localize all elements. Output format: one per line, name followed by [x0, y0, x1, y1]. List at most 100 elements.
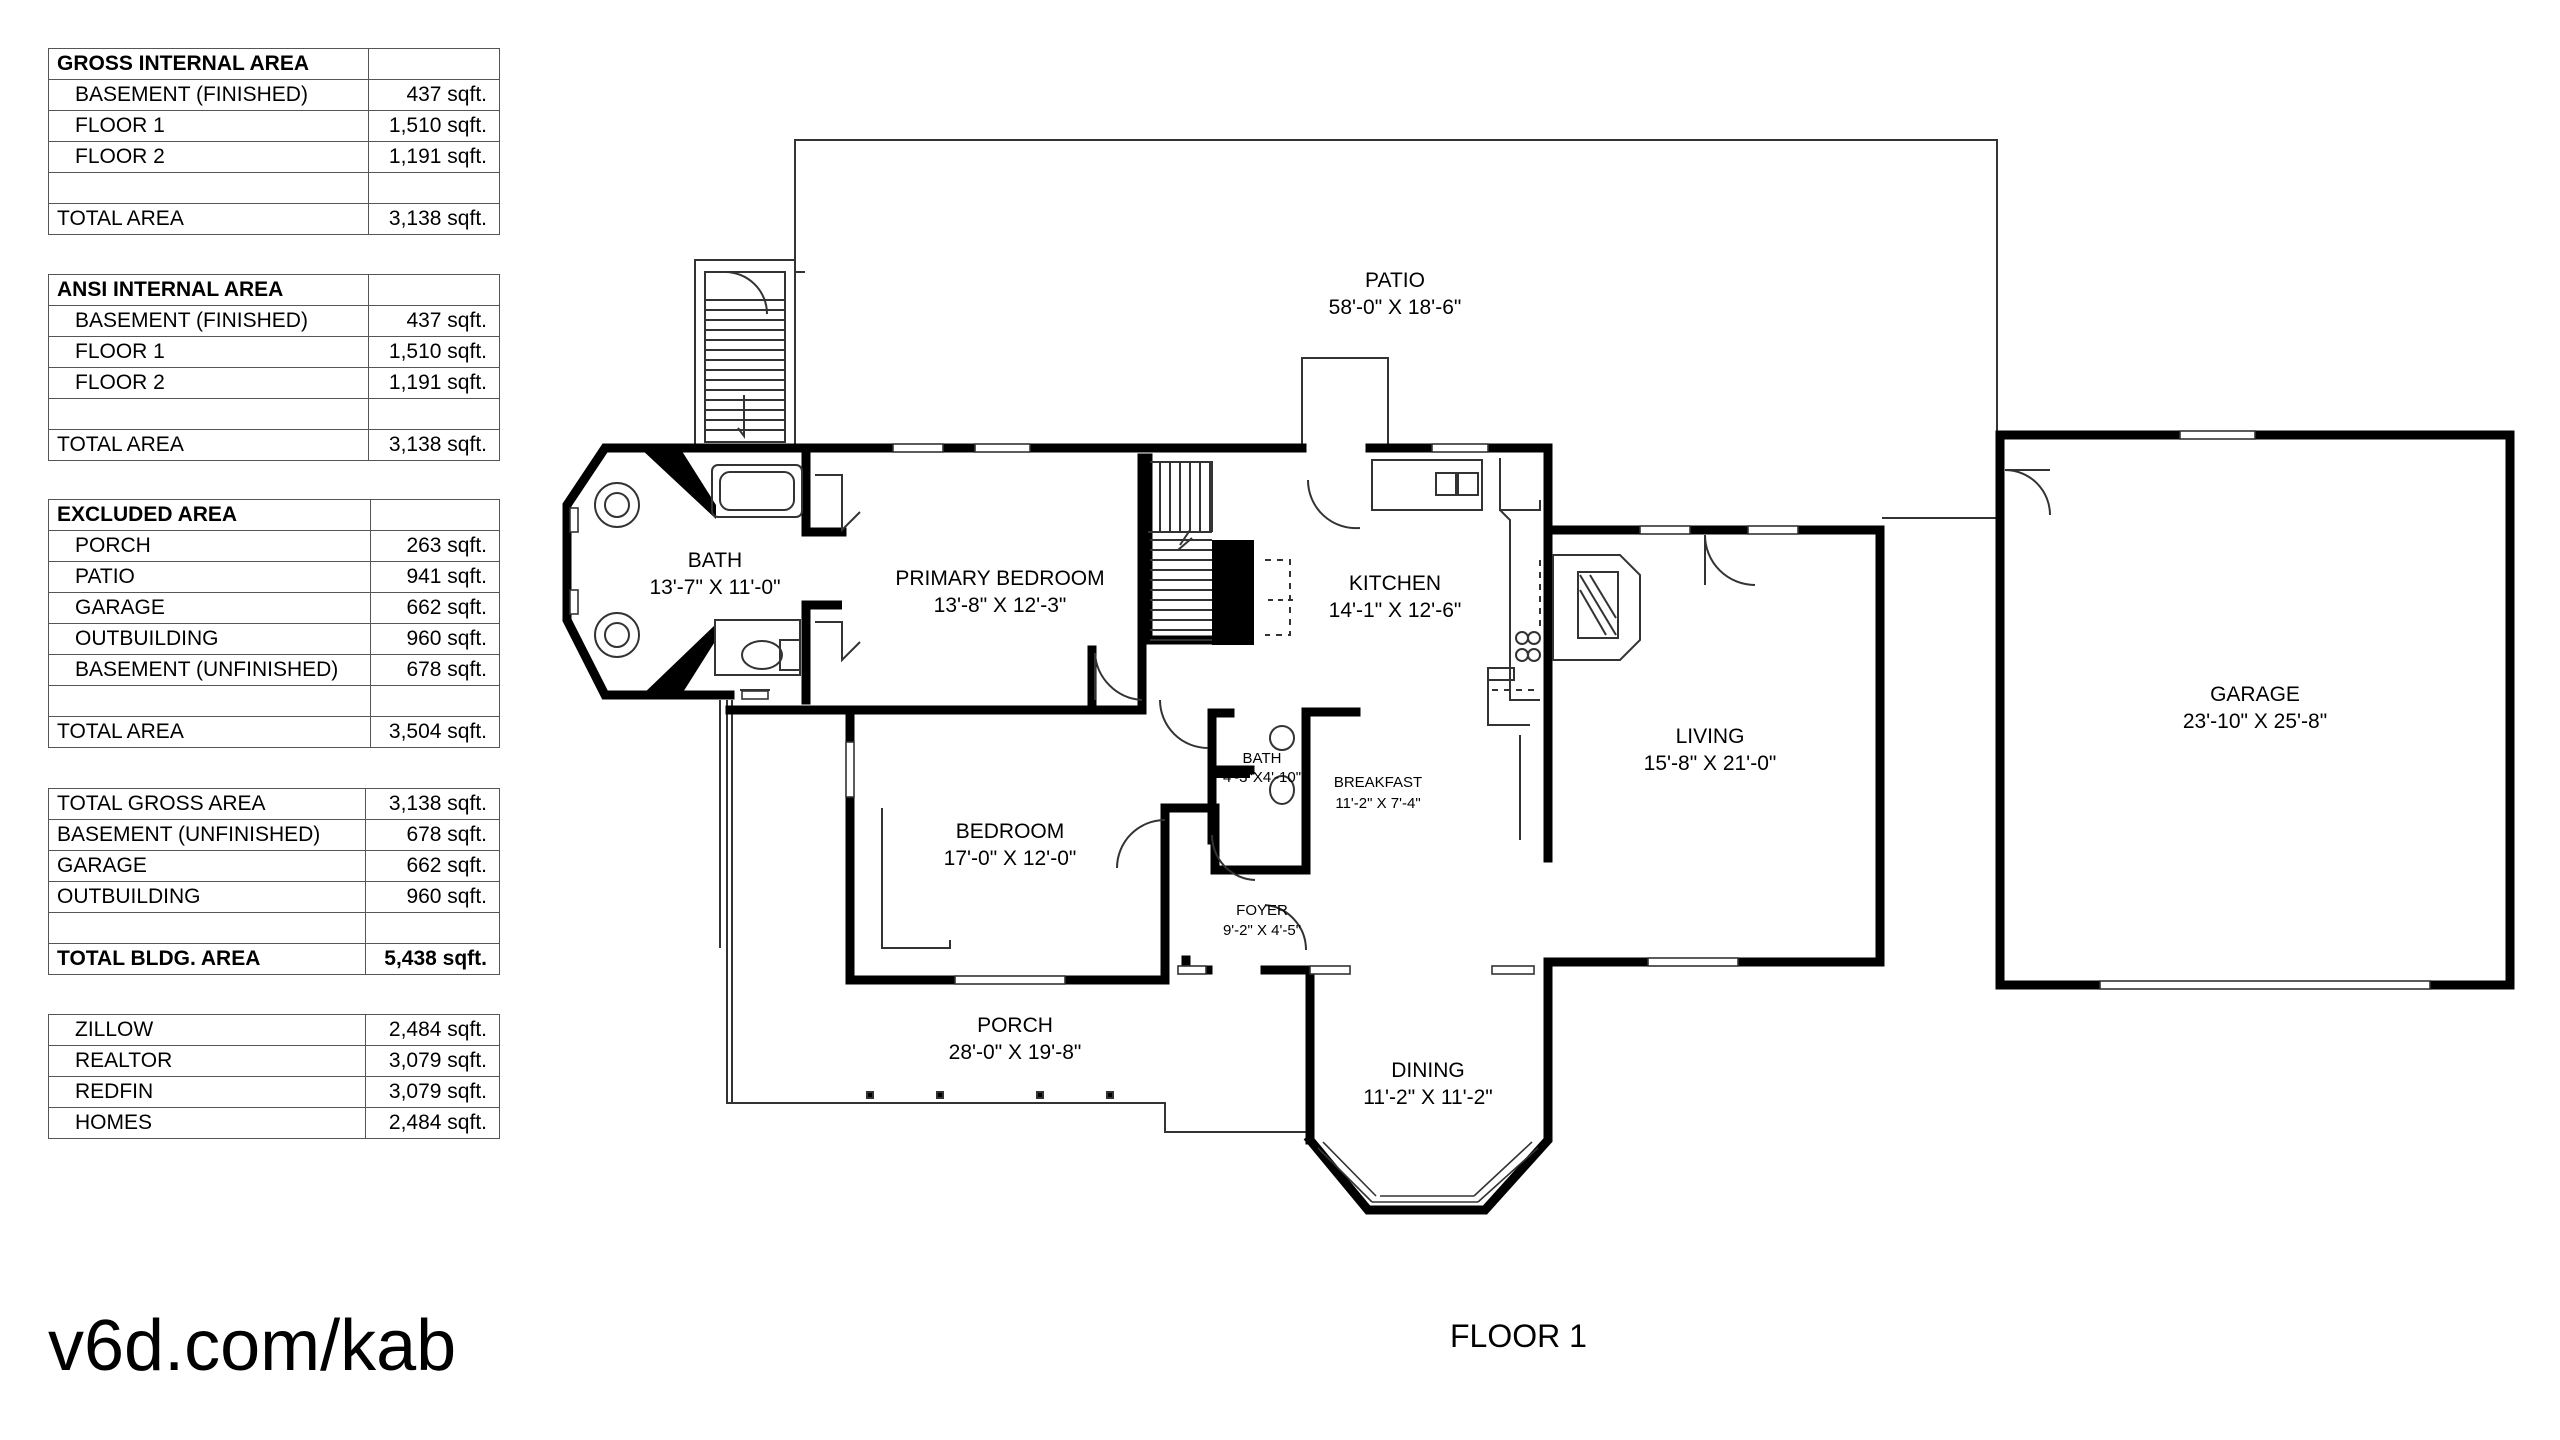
- area-row-label: BASEMENT (FINISHED): [48, 305, 369, 337]
- area-row-value: 3,138 sqft.: [367, 429, 501, 461]
- porch-outline: [719, 689, 1310, 1133]
- area-row-label: GROSS INTERNAL AREA: [48, 48, 369, 80]
- area-row: ANSI INTERNAL AREA: [48, 274, 501, 306]
- room-dimensions: 11'-2" X 7'-4": [1335, 795, 1420, 812]
- room-label-garage: GARAGE 23'-10" X 25'-8": [2183, 683, 2327, 733]
- area-row-label: ANSI INTERNAL AREA: [48, 274, 369, 306]
- area-row-value: [367, 48, 501, 80]
- area-row-value: 2,484 sqft.: [364, 1014, 501, 1046]
- room-label-living: LIVING 15'-8" X 21'-0": [1644, 725, 1777, 775]
- room-name: PORCH: [977, 1014, 1053, 1037]
- area-row: GROSS INTERNAL AREA: [48, 48, 501, 80]
- room-label-kitchen: KITCHEN 14'-1" X 12'-6": [1329, 572, 1462, 622]
- area-row-value: 437 sqft.: [367, 79, 501, 111]
- area-row-value: 3,138 sqft.: [367, 203, 501, 235]
- room-name: GARAGE: [2210, 683, 2300, 706]
- room-label-half-bath: BATH 4'-3"X4'-10": [1223, 750, 1301, 786]
- kitchen-entry-bump: [1301, 357, 1389, 530]
- walls: [562, 430, 2515, 1215]
- area-row-value: [364, 912, 501, 944]
- room-dimensions: 58'-0" X 18'-6": [1329, 296, 1462, 319]
- room-name: BATH: [688, 549, 742, 572]
- area-row-value: 678 sqft.: [364, 819, 501, 851]
- area-row-label: TOTAL AREA: [48, 203, 369, 235]
- area-row-label: OUTBUILDING: [47, 623, 372, 655]
- doors: [815, 469, 2051, 951]
- room-dimensions: 17'-0" X 12'-0": [944, 847, 1077, 870]
- room-dimensions: 9'-2" X 4'-5": [1223, 922, 1301, 939]
- area-row: BASEMENT (UNFINISHED)678 sqft.: [47, 654, 500, 686]
- area-row-label: FLOOR 1: [48, 336, 369, 368]
- floor-label: FLOOR 1: [1450, 1318, 1587, 1354]
- area-row-value: [367, 274, 501, 306]
- area-row-value: 1,510 sqft.: [367, 110, 501, 142]
- area-row-value: [367, 172, 501, 204]
- area-row-value: 5,438 sqft.: [364, 943, 501, 975]
- area-row-value: 3,079 sqft.: [364, 1076, 501, 1108]
- room-dimensions: 14'-1" X 12'-6": [1329, 599, 1462, 622]
- area-row-label: BASEMENT (UNFINISHED): [47, 654, 372, 686]
- room-label-porch: PORCH 28'-0" X 19'-8": [949, 1014, 1082, 1064]
- area-row-value: 662 sqft.: [370, 592, 500, 624]
- area-row: [48, 172, 501, 204]
- area-row-value: 960 sqft.: [370, 623, 500, 655]
- room-dimensions: 15'-8" X 21'-0": [1644, 752, 1777, 775]
- area-row-label: TOTAL AREA: [47, 716, 372, 748]
- room-name: KITCHEN: [1349, 572, 1441, 595]
- room-label-breakfast: BREAKFAST 11'-2" X 7'-4": [1334, 774, 1422, 812]
- area-row-label: REALTOR: [48, 1045, 366, 1077]
- interior-stairs: [1148, 461, 1213, 641]
- area-row-label: TOTAL BLDG. AREA: [48, 943, 366, 975]
- room-name: PRIMARY BEDROOM: [895, 567, 1104, 590]
- room-dimensions: 28'-0" X 19'-8": [949, 1041, 1082, 1064]
- room-label-bath: BATH 13'-7" X 11'-0": [649, 549, 780, 599]
- room-dimensions: 23'-10" X 25'-8": [2183, 710, 2327, 733]
- room-name: BATH: [1243, 750, 1282, 767]
- patio-outline: [794, 139, 1998, 519]
- room-name: BREAKFAST: [1334, 774, 1422, 791]
- area-row-value: 3,138 sqft.: [364, 788, 501, 820]
- area-row-value: 678 sqft.: [370, 654, 500, 686]
- area-row-value: 263 sqft.: [370, 530, 500, 562]
- windows: [569, 430, 2431, 1203]
- area-row-label: OUTBUILDING: [48, 881, 366, 913]
- area-row-value: 2,484 sqft.: [364, 1107, 501, 1139]
- room-name: LIVING: [1676, 725, 1745, 748]
- room-dimensions: 4'-3"X4'-10": [1223, 769, 1301, 786]
- area-row-value: 3,079 sqft.: [364, 1045, 501, 1077]
- room-dimensions: 11'-2" X 11'-2": [1363, 1086, 1493, 1109]
- area-row: [48, 912, 501, 944]
- watermark: v6d.com/kab: [48, 1306, 457, 1386]
- room-name: DINING: [1391, 1059, 1465, 1082]
- area-row-value: 960 sqft.: [364, 881, 501, 913]
- area-row-label: FLOOR 2: [48, 367, 369, 399]
- area-row-label: TOTAL AREA: [48, 429, 369, 461]
- area-row-label: FLOOR 2: [48, 141, 369, 173]
- exterior-stairs: [694, 259, 796, 449]
- room-dimensions: 13'-8" X 12'-3": [934, 594, 1067, 617]
- room-label-primary-bedroom: PRIMARY BEDROOM 13'-8" X 12'-3": [895, 567, 1104, 617]
- area-row-label: ZILLOW: [48, 1014, 366, 1046]
- room-dimensions: 13'-7" X 11'-0": [649, 576, 780, 599]
- area-row-label: PATIO: [47, 561, 372, 593]
